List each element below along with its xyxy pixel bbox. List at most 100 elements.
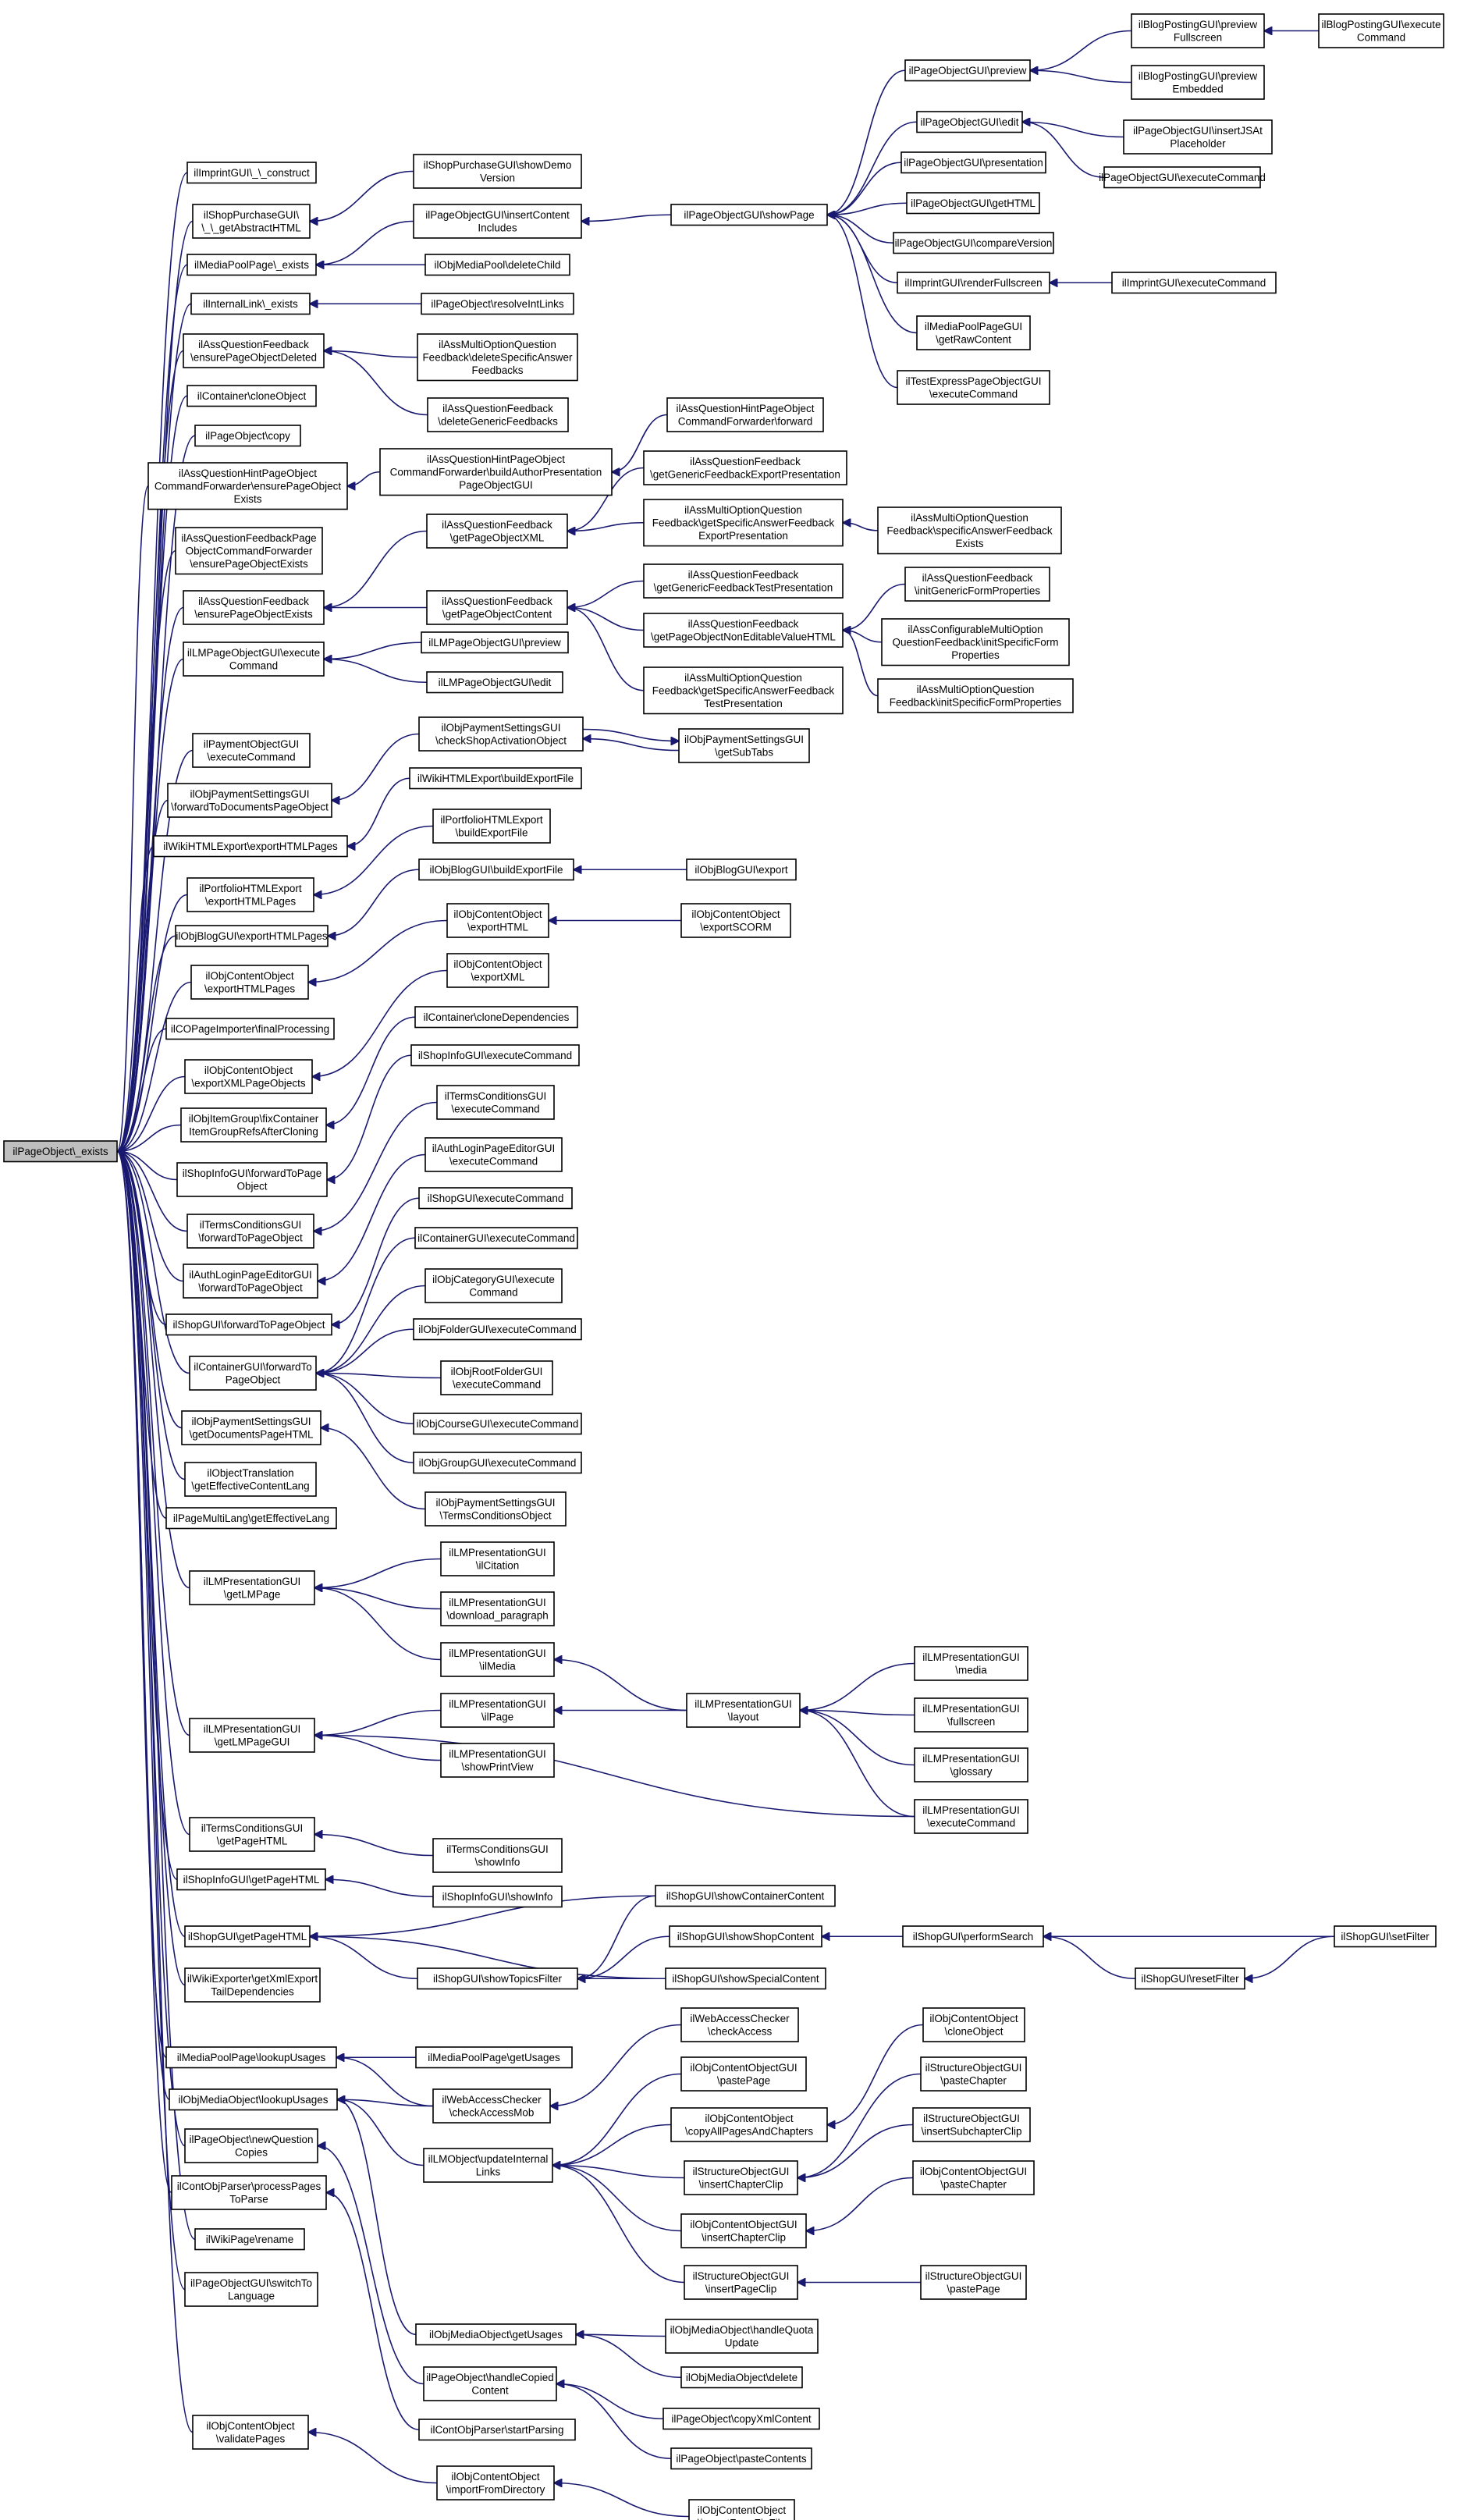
node-shoppurchase-abstract[interactable]: ilShopPurchaseGUI\\_\_getAbstractHTML — [192, 204, 311, 239]
node-wiki-export-pages[interactable]: ilWikiHTMLExport\exportHTMLPages — [153, 835, 348, 858]
node-shopgui-special[interactable]: ilShopGUI\showSpecialContent — [665, 1967, 826, 1990]
node-aamo-delete-specific[interactable]: ilAssMultiOptionQuestionFeedback\deleteS… — [417, 333, 578, 382]
node-objpay-terms[interactable]: ilObjPaymentSettingsGUI\TermsConditionsO… — [425, 1491, 567, 1527]
node-pageobjgui-edit[interactable]: ilPageObjectGUI\edit — [916, 111, 1023, 133]
node-folder-execute[interactable]: ilObjFolderGUI\executeCommand — [413, 1318, 582, 1341]
node-content-exporthtml[interactable]: ilObjContentObject\exportHTML — [446, 903, 549, 938]
node-internallink-exists[interactable]: ilInternalLink\_exists — [190, 293, 311, 315]
node-content-exportscorm[interactable]: ilObjContentObject\exportSCORM — [680, 903, 791, 938]
node-authlogin-forward[interactable]: ilAuthLoginPageEditorGUI\forwardToPageOb… — [183, 1264, 318, 1299]
node-aqfp-ensure-exists[interactable]: ilAssQuestionFeedbackPageObjectCommandFo… — [175, 527, 323, 575]
node-payment-execute[interactable]: ilPaymentObjectGUI\executeCommand — [192, 733, 311, 768]
node-pageobjgui-compare[interactable]: ilPageObjectGUI\compareVersion — [893, 232, 1054, 254]
node-pageobjgui-execute[interactable]: ilPageObjectGUI\executeCommand — [1099, 166, 1266, 189]
node-objpay-checkshop[interactable]: ilObjPaymentSettingsGUI\checkShopActivat… — [418, 716, 584, 752]
node-imprint-execute[interactable]: ilImprintGUI\executeCommand — [1111, 272, 1277, 294]
node-category-execute[interactable]: ilObjCategoryGUI\executeCommand — [425, 1268, 563, 1303]
node-lmpage-execute[interactable]: ilLMPageObjectGUI\executeCommand — [183, 642, 325, 677]
node-itemgroup-fix[interactable]: ilObjItemGroup\fixContainerItemGroupRefs… — [180, 1107, 327, 1143]
node-shopinfo-getpagehtml[interactable]: ilShopInfoGUI\getPageHTML — [176, 1868, 326, 1891]
node-aqf-noneditable[interactable]: ilAssQuestionFeedback\getPageObjectNonEd… — [643, 613, 844, 648]
node-contobjparser-start[interactable]: ilContObjParser\startParsing — [418, 2419, 576, 2441]
node-shopgui-container[interactable]: ilShopGUI\showContainerContent — [655, 1885, 836, 1907]
node-wikiexporter[interactable]: ilWikiExporter\getXmlExportTailDependenc… — [184, 1967, 321, 2003]
node-media-lookup[interactable]: ilObjMediaObject\lookupUsages — [169, 2088, 338, 2111]
node-pageobject-resolve[interactable]: ilPageObject\resolveIntLinks — [421, 293, 574, 315]
node-pageobjgui-showpage[interactable]: ilPageObjectGUI\showPage — [670, 204, 828, 226]
node-lmpres-printview[interactable]: ilLMPresentationGUI\showPrintView — [440, 1743, 555, 1778]
node-imprint-renderfull[interactable]: ilImprintGUI\renderFullscreen — [897, 272, 1050, 294]
node-aqf-getcontent[interactable]: ilAssQuestionFeedback\getPageObjectConte… — [426, 590, 568, 625]
node-authlogin-execute[interactable]: ilAuthLoginPageEditorGUI\executeCommand — [425, 1137, 563, 1172]
node-aqhint-forward[interactable]: ilAssQuestionHintPageObjectCommandForwar… — [666, 397, 824, 432]
node-shopinfo-execute[interactable]: ilShopInfoGUI\executeCommand — [410, 1044, 580, 1067]
node-shopgui-resetfilter[interactable]: ilShopGUI\resetFilter — [1135, 1967, 1245, 1990]
node-terms-forward[interactable]: ilTermsConditionsGUI\forwardToPageObject — [186, 1214, 314, 1249]
node-shopinfo-showinfo[interactable]: ilShopInfoGUI\showInfo — [432, 1886, 563, 1908]
node-lmpres-glossary[interactable]: ilLMPresentationGUI\glossary — [914, 1747, 1028, 1782]
node-shopgui-search[interactable]: ilShopGUI\performSearch — [902, 1925, 1044, 1948]
node-aamo-specific-exists[interactable]: ilAssMultiOptionQuestionFeedback\specifi… — [877, 506, 1062, 555]
node-shopgui-forward[interactable]: ilShopGUI\forwardToPageObject — [165, 1313, 332, 1336]
node-lmpage-preview[interactable]: ilLMPageObjectGUI\preview — [421, 631, 569, 654]
node-cogui-insertchapter[interactable]: ilObjContentObjectGUI\insertChapterClip — [680, 2213, 807, 2248]
node-lmpage-edit[interactable]: ilLMPageObjectGUI\edit — [426, 671, 563, 694]
node-pagemultilang[interactable]: ilPageMultiLang\getEffectiveLang — [165, 1507, 337, 1530]
node-pageobject-paste[interactable]: ilPageObject\pasteContents — [670, 2447, 812, 2470]
node-content-exportxml[interactable]: ilObjContentObject\exportXML — [446, 953, 549, 988]
node-lmpres-download[interactable]: ilLMPresentationGUI\download_paragraph — [440, 1591, 555, 1626]
node-shopgui-topics[interactable]: ilShopGUI\showTopicsFilter — [417, 1967, 578, 1990]
node-mediapool-lookup[interactable]: ilMediaPoolPage\lookupUsages — [165, 2046, 337, 2069]
node-lmpres-ilpage[interactable]: ilLMPresentationGUI\ilPage — [440, 1693, 555, 1728]
node-blog-export-pages[interactable]: ilObjBlogGUI\exportHTMLPages — [175, 925, 329, 947]
node-media-getusages[interactable]: ilObjMediaObject\getUsages — [415, 2323, 577, 2346]
node-blog-build[interactable]: ilObjBlogGUI\buildExportFile — [418, 858, 574, 881]
node-copage-importer[interactable]: ilCOPageImporter\finalProcessing — [165, 1018, 335, 1040]
node-webaccess-mob[interactable]: ilWebAccessChecker\checkAccessMob — [432, 2088, 551, 2124]
node-lmpres-ilmedia[interactable]: ilLMPresentationGUI\ilMedia — [440, 1642, 555, 1677]
node-aqf-delete-generic[interactable]: ilAssQuestionFeedback\deleteGenericFeedb… — [427, 397, 569, 432]
node-aqf-generic-export[interactable]: ilAssQuestionFeedback\getGenericFeedback… — [643, 450, 847, 485]
node-content-validate[interactable]: ilObjContentObject\validatePages — [192, 2415, 309, 2450]
node-content-export-xml-pages[interactable]: ilObjContentObject\exportXMLPageObjects — [184, 1059, 313, 1094]
node-lmpres-citation[interactable]: ilLMPresentationGUI\ilCitation — [440, 1541, 555, 1576]
node-aqf-initgeneric[interactable]: ilAssQuestionFeedback\initGenericFormPro… — [904, 567, 1050, 602]
node-terms-execute[interactable]: ilTermsConditionsGUI\executeCommand — [436, 1085, 555, 1120]
node-shopgui-setfilter[interactable]: ilShopGUI\setFilter — [1334, 1925, 1437, 1948]
node-wikipage-rename[interactable]: ilWikiPage\rename — [194, 2228, 305, 2251]
node-lmpres-execute[interactable]: ilLMPresentationGUI\executeCommand — [914, 1799, 1028, 1834]
node-shopgui-execute[interactable]: ilShopGUI\executeCommand — [418, 1187, 573, 1210]
node-objtranslation[interactable]: ilObjectTranslation\getEffectiveContentL… — [184, 1462, 317, 1497]
node-portfolio-build[interactable]: ilPortfolioHTMLExport\buildExportFile — [432, 809, 551, 844]
node-aqf-ensure-deleted[interactable]: ilAssQuestionFeedback\ensurePageObjectDe… — [183, 333, 325, 368]
node-aqf-ensure-exists[interactable]: ilAssQuestionFeedback\ensurePageObjectEx… — [183, 590, 325, 625]
node-lmpres-layout[interactable]: ilLMPresentationGUI\layout — [686, 1693, 801, 1728]
node-mediapool-getusages[interactable]: ilMediaPoolPage\getUsages — [415, 2046, 573, 2069]
node-container-forward[interactable]: ilContainerGUI\forwardToPageObject — [189, 1356, 317, 1391]
node-cogui-pastepage[interactable]: ilObjContentObjectGUI\pastePage — [680, 2056, 807, 2092]
node-portfolio-export-pages[interactable]: ilPortfolioHTMLExport\exportHTMLPages — [186, 877, 314, 912]
node-structgui-insertpage[interactable]: ilStructureObjectGUI\insertPageClip — [684, 2265, 798, 2300]
node-lmpres-getlmpage[interactable]: ilLMPresentationGUI\getLMPage — [189, 1570, 315, 1605]
node-containergui-execute[interactable]: ilContainerGUI\executeCommand — [414, 1227, 578, 1249]
node-root[interactable]: ilPageObject\_exists — [3, 1140, 118, 1163]
node-structgui-pastechapter[interactable]: ilStructureObjectGUI\pasteChapter — [920, 2056, 1027, 2092]
node-structgui-insertchapter[interactable]: ilStructureObjectGUI\insertChapterClip — [684, 2160, 798, 2195]
node-mediapoolpage-getraw[interactable]: ilMediaPoolPageGUI\getRawContent — [916, 315, 1031, 350]
node-blog-export[interactable]: ilObjBlogGUI\export — [686, 858, 797, 881]
node-aamo-specific-test[interactable]: ilAssMultiOptionQuestionFeedback\getSpec… — [643, 666, 844, 715]
node-pageobjgui-preview[interactable]: ilPageObjectGUI\preview — [904, 59, 1031, 82]
node-mediapool-delete[interactable]: ilObjMediaPool\deleteChild — [425, 254, 570, 276]
node-objpay-getdocs[interactable]: ilObjPaymentSettingsGUI\getDocumentsPage… — [181, 1410, 321, 1445]
node-lmpres-media[interactable]: ilLMPresentationGUI\media — [914, 1646, 1028, 1681]
node-mediapool-exists[interactable]: ilMediaPoolPage\_exists — [186, 254, 317, 276]
node-pageobjgui-gethtml[interactable]: ilPageObjectGUI\getHTML — [906, 192, 1040, 215]
node-cogui-pastechapter[interactable]: ilObjContentObjectGUI\pasteChapter — [912, 2160, 1035, 2195]
